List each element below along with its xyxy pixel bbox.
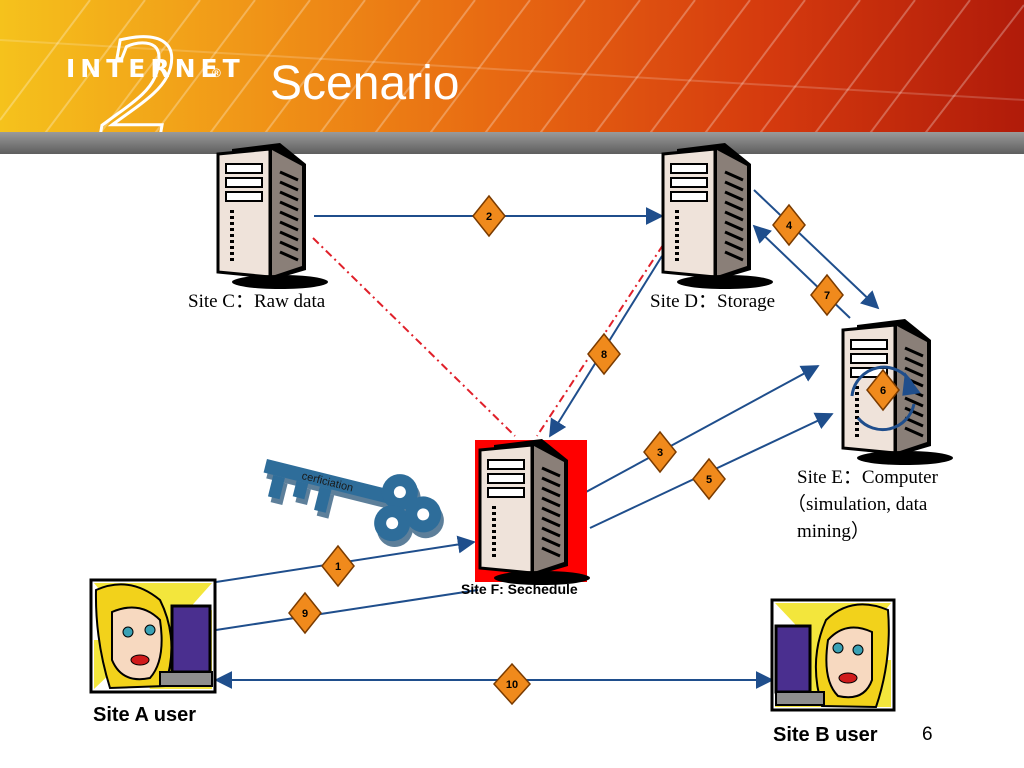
step-badge-5: 5	[692, 457, 726, 501]
svg-text:5: 5	[706, 474, 712, 486]
svg-text:9: 9	[302, 608, 308, 620]
site-e-label-line2: （simulation, data	[787, 494, 928, 515]
arrow-f-to-a	[215, 589, 479, 631]
header-pattern	[0, 0, 1024, 141]
user-avatar-site-b	[770, 598, 896, 712]
logo-two: 2	[100, 3, 175, 146]
svg-text:10: 10	[506, 679, 518, 691]
step-badge-8: 8	[587, 332, 621, 376]
svg-text:7: 7	[824, 290, 830, 302]
server-icon-site-c	[216, 141, 330, 291]
svg-text:8: 8	[601, 349, 607, 361]
slide-header: INTERNET ® 2 Scenario	[0, 0, 1024, 148]
step-badges: 1 2 3 4 5 6 7 8 9 10	[288, 194, 900, 706]
step-badge-3: 3	[643, 430, 677, 474]
site-a-label: Site A user	[93, 704, 196, 726]
step-badge-1: 1	[321, 544, 355, 588]
step-badge-10: 10	[492, 662, 532, 706]
dashed-link-c-f	[312, 237, 516, 437]
svg-text:3: 3	[657, 447, 663, 459]
slide-title: Scenario	[270, 57, 460, 110]
step-badge-9: 9	[288, 591, 322, 635]
step-badge-6: 6	[866, 368, 900, 412]
svg-text:1: 1	[335, 561, 341, 573]
arrow-d-to-e	[753, 189, 880, 310]
server-icon-site-d	[661, 141, 775, 291]
site-e-label-line3: mining）	[797, 521, 870, 542]
logo-registered-mark: ®	[212, 66, 221, 80]
svg-text:6: 6	[880, 385, 886, 397]
site-b-label: Site B user	[773, 724, 878, 746]
page-number: 6	[922, 724, 933, 745]
arrow-f-to-e-3	[585, 365, 820, 493]
key-icon: cerficiation	[263, 458, 444, 547]
logo-text: INTERNET	[66, 54, 245, 83]
step-badge-4: 4	[772, 203, 806, 247]
processing-cycle-icon	[850, 365, 921, 432]
step-badge-2: 2	[472, 194, 506, 238]
logo-two-glyph: 2	[99, 2, 177, 147]
svg-text:2: 2	[486, 211, 492, 223]
site-d-label: Site D：Storage	[650, 291, 776, 312]
svg-text:4: 4	[786, 220, 793, 232]
site-f-label: Site F: Sechedule	[461, 581, 578, 597]
step-badge-7: 7	[810, 273, 844, 317]
site-e-label-line1: Site E：Computer	[797, 467, 938, 488]
user-avatar-site-a	[89, 578, 217, 694]
site-c-label: Site C：Raw data	[188, 291, 326, 312]
